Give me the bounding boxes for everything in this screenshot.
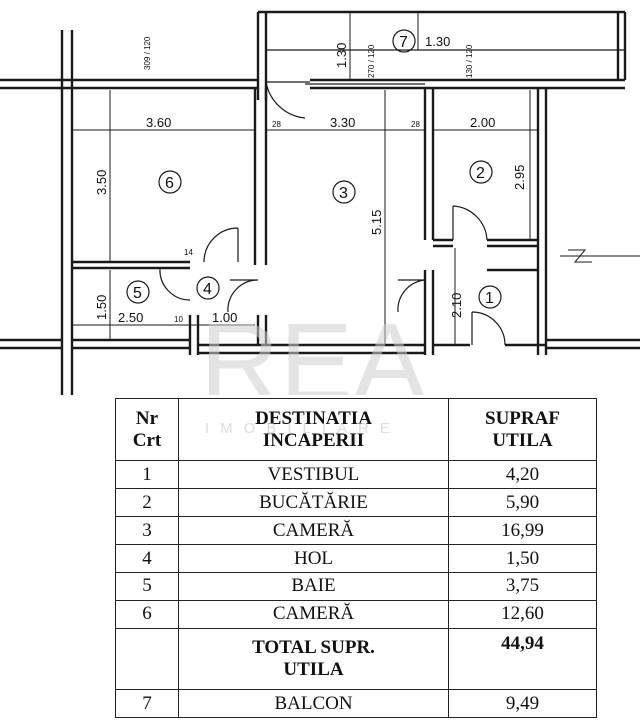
watermark-logo: REA	[200, 301, 427, 395]
dimension-lines	[72, 12, 640, 345]
table-row: 6 CAMERĂ 12,60	[115, 599, 597, 629]
row-name: VESTIBUL	[178, 460, 449, 490]
header-dest-line1: DESTINATIA	[255, 407, 372, 429]
room-numbers: 1 2 3 4 5 6 7	[126, 29, 502, 309]
dim-1-30-vertical: 1.30	[334, 43, 349, 68]
row-name: HOL	[178, 544, 449, 573]
dim-1-30-horizontal: 1.30	[425, 34, 450, 49]
table-row: 5 BAIE 3,75	[115, 571, 597, 601]
dim-2-50: 2.50	[118, 310, 143, 325]
row-nr: 1	[115, 460, 179, 490]
room-number-6: 6	[165, 175, 174, 192]
header-destinatia: DESTINATIA INCAPERII	[178, 397, 449, 462]
row-area: 5,90	[448, 488, 597, 518]
row-nr: 2	[115, 488, 179, 518]
row-nr: 3	[115, 516, 179, 546]
table-header-row: Nr Crt DESTINATIA INCAPERII SUPRAF UTILA	[115, 397, 597, 462]
row-name: CAMERĂ	[178, 599, 449, 629]
row-area: 4,20	[448, 460, 597, 490]
door-swings	[159, 81, 506, 346]
small-label-10: 10	[174, 315, 183, 324]
table-row: 1 VESTIBUL 4,20	[115, 460, 597, 490]
dimension-labels: 3.60 3.30 2.00 3.50 5.15 2.95 1.50 2.50 …	[94, 34, 527, 325]
small-label-28b: 28	[411, 120, 420, 129]
floor-plan: 3.60 3.30 2.00 3.50 5.15 2.95 1.50 2.50 …	[0, 10, 640, 395]
small-label-14: 14	[184, 248, 193, 257]
total-nr-empty	[115, 627, 179, 691]
row-nr: 7	[115, 689, 179, 718]
total-label-line1: TOTAL SUPR.	[252, 636, 375, 658]
small-label-top-left: 309 / 120	[143, 36, 152, 70]
small-label-top-right: 130 / 120	[465, 44, 474, 78]
room-number-2: 2	[476, 165, 485, 182]
row-area: 12,60	[448, 599, 597, 629]
row-name: BALCON	[178, 689, 449, 718]
row-name: CAMERĂ	[178, 516, 449, 546]
table-row: 3 CAMERĂ 16,99	[115, 516, 597, 546]
room-area-table: Nr Crt DESTINATIA INCAPERII SUPRAF UTILA…	[115, 397, 597, 718]
table-row-balcony: 7 BALCON 9,49	[115, 689, 597, 718]
header-dest-line2: INCAPERII	[262, 429, 365, 451]
row-area: 9,49	[448, 689, 597, 718]
dim-3-30: 3.30	[330, 115, 355, 130]
small-label-28a: 28	[272, 120, 281, 129]
dim-1-50: 1.50	[94, 295, 109, 320]
room-number-7: 7	[399, 34, 408, 51]
dim-2-95: 2.95	[512, 165, 527, 190]
room-number-1: 1	[485, 290, 494, 307]
dim-5-15: 5.15	[369, 210, 384, 235]
dim-2-00: 2.00	[470, 115, 495, 130]
row-name: BAIE	[178, 571, 449, 601]
header-supraf-line1: SUPRAF	[485, 407, 560, 429]
dim-2-10: 2.10	[449, 293, 464, 318]
row-nr: 6	[115, 599, 179, 629]
dim-1-00: 1.00	[212, 310, 237, 325]
dim-3-50: 3.50	[94, 170, 109, 195]
row-nr: 5	[115, 571, 179, 601]
small-label-top-mid: 270 / 120	[367, 44, 376, 78]
dim-3-60: 3.60	[146, 115, 171, 130]
row-area: 3,75	[448, 571, 597, 601]
total-label: TOTAL SUPR. UTILA	[178, 627, 449, 691]
table-total-row: TOTAL SUPR. UTILA 44,94	[115, 627, 597, 691]
total-area: 44,94	[448, 627, 597, 691]
header-supraf-line2: UTILA	[492, 429, 553, 451]
table-row: 2 BUCĂTĂRIE 5,90	[115, 488, 597, 518]
watermark-subtext: IMOBILIARE	[205, 420, 401, 437]
row-area: 1,50	[448, 544, 597, 573]
row-area: 16,99	[448, 516, 597, 546]
header-nr: Nr	[135, 407, 159, 429]
walls	[0, 10, 640, 395]
header-nr-crt: Nr Crt	[115, 397, 179, 462]
row-name: BUCĂTĂRIE	[178, 488, 449, 518]
row-nr: 4	[115, 544, 179, 573]
room-number-3: 3	[339, 185, 348, 202]
header-crt: Crt	[132, 429, 162, 451]
header-suprafata: SUPRAF UTILA	[448, 397, 597, 462]
room-number-4: 4	[203, 281, 212, 298]
room-number-5: 5	[133, 285, 142, 302]
watermark-main: REA	[200, 301, 427, 395]
table-row: 4 HOL 1,50	[115, 544, 597, 573]
total-label-line2: UTILA	[283, 658, 344, 680]
